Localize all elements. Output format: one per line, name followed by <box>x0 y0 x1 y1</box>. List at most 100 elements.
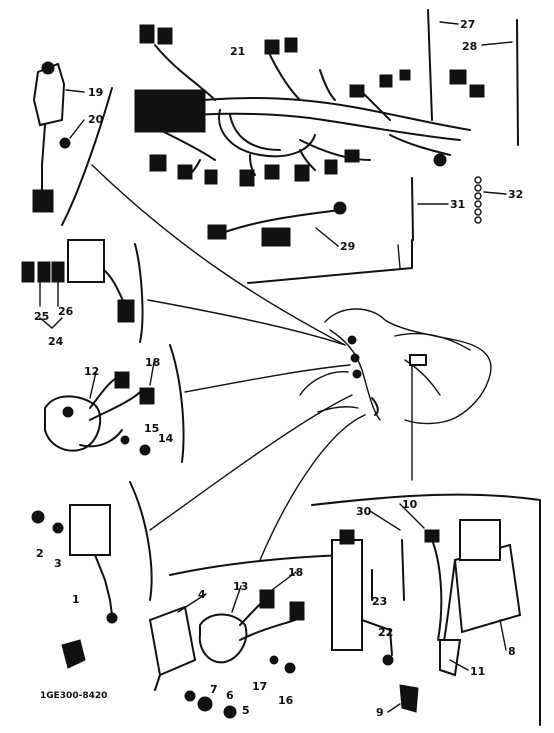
breather-pipe-11 <box>439 639 462 677</box>
band-top-clip <box>339 529 355 545</box>
callout-14: 14 <box>158 432 174 445</box>
callout-19: 19 <box>88 86 103 99</box>
harness-connector <box>204 169 218 185</box>
bolt-14 <box>139 444 151 456</box>
callout-23: 23 <box>372 595 387 608</box>
band-31-32 <box>411 176 482 241</box>
callout-29: 29 <box>340 240 355 253</box>
harness-connector <box>449 69 467 85</box>
callout-6: 6 <box>226 689 234 702</box>
bolt-16 <box>284 662 296 674</box>
harness-connector <box>264 164 280 180</box>
sub-lead-connector <box>207 224 227 240</box>
harness-connector <box>264 39 280 55</box>
harness-connector <box>157 27 173 45</box>
cable-ties-27-28 <box>427 9 519 146</box>
battery-terminal-10 <box>424 529 440 543</box>
battery-band-22 <box>331 539 363 651</box>
cable-tie-27 <box>427 9 433 121</box>
main-switch-body <box>32 62 66 127</box>
terminal-end <box>382 654 394 666</box>
frame-mount-dot <box>350 353 360 363</box>
washer-7 <box>184 690 196 702</box>
cable-tie-28 <box>516 19 519 146</box>
callout-2: 2 <box>36 547 44 560</box>
ignition-coil-13 <box>198 613 248 664</box>
relay-block <box>409 354 427 366</box>
callout-16: 16 <box>278 694 294 707</box>
callout-26: 26 <box>58 305 74 318</box>
washer-17 <box>269 655 279 665</box>
wire-harness <box>134 24 485 187</box>
main-switch-connector <box>32 189 54 213</box>
relay-24 <box>67 239 105 283</box>
group-brackets <box>61 87 541 726</box>
callout-1: 1 <box>72 593 80 606</box>
harness-connector <box>379 74 393 88</box>
callout-31: 31 <box>450 198 465 211</box>
rubber-bracket <box>61 639 86 669</box>
relay-grommet-25 <box>37 261 51 283</box>
spark-plug-cap-18 <box>289 601 305 621</box>
harness-connector <box>294 164 310 182</box>
spark-plug-cap-18 <box>139 387 155 405</box>
harness-connector <box>284 37 298 53</box>
frame-mount-dot <box>352 369 362 379</box>
callout-10: 10 <box>402 498 418 511</box>
bolt-2 <box>31 510 45 524</box>
harness-connector <box>177 164 193 180</box>
callout-7: 7 <box>210 683 218 696</box>
harness-grommet <box>433 153 447 167</box>
nut-6 <box>197 696 213 712</box>
harness-connector <box>349 84 365 98</box>
cdi-unit-group <box>31 504 118 669</box>
screw-20 <box>59 137 71 149</box>
callout-30: 30 <box>356 505 372 518</box>
band-32-chain <box>474 176 482 224</box>
callout-12: 12 <box>84 365 99 378</box>
callout-28: 28 <box>462 40 477 53</box>
band-31 <box>411 177 414 241</box>
ignition-coil-12-group <box>44 371 155 456</box>
collar-3 <box>52 522 64 534</box>
relay-assembly-24 <box>21 239 135 329</box>
sub-lead-terminal <box>333 201 347 215</box>
harness-connector <box>239 169 255 187</box>
regulator-coil-13-group <box>148 589 305 719</box>
harness-connector <box>399 69 411 81</box>
main-switch-cap <box>41 61 55 75</box>
callout-3: 3 <box>54 557 62 570</box>
main-switch-assembly <box>32 61 71 213</box>
ignition-coil-12 <box>44 395 102 452</box>
diagram-code: 1GE300-8420 <box>40 691 107 701</box>
clamp-30 <box>401 539 405 601</box>
callout-20: 20 <box>88 113 104 126</box>
callout-11: 11 <box>470 665 485 678</box>
callout-labels: 27 28 21 19 20 31 32 29 25 26 24 12 18 1… <box>34 18 523 719</box>
relay-grommet-25 <box>21 261 35 283</box>
sub-lead-connector <box>261 227 291 247</box>
coil-terminal <box>62 406 74 418</box>
callout-8: 8 <box>508 645 516 658</box>
battery-top <box>459 519 501 561</box>
callout-17: 17 <box>252 680 267 693</box>
spark-plug-cap-18 <box>114 371 130 389</box>
harness-connector <box>469 84 485 98</box>
callout-32: 32 <box>508 188 523 201</box>
sub-lead-29 <box>207 201 347 247</box>
fuse-holder-9 <box>399 684 419 713</box>
callout-24: 24 <box>48 335 64 348</box>
callout-9: 9 <box>376 706 384 719</box>
motorcycle-frame-outline <box>299 308 492 425</box>
bolt-5 <box>223 705 237 719</box>
callout-22: 22 <box>378 626 393 639</box>
leader-lines <box>91 164 413 561</box>
harness-connector-block <box>134 89 206 133</box>
harness-connector <box>139 24 155 44</box>
callout-leaders <box>65 21 513 713</box>
harness-connector <box>149 154 167 172</box>
callout-25: 25 <box>34 310 49 323</box>
callout-5: 5 <box>242 704 250 717</box>
regulator-4 <box>148 605 197 677</box>
frame-mount-dot <box>347 335 357 345</box>
